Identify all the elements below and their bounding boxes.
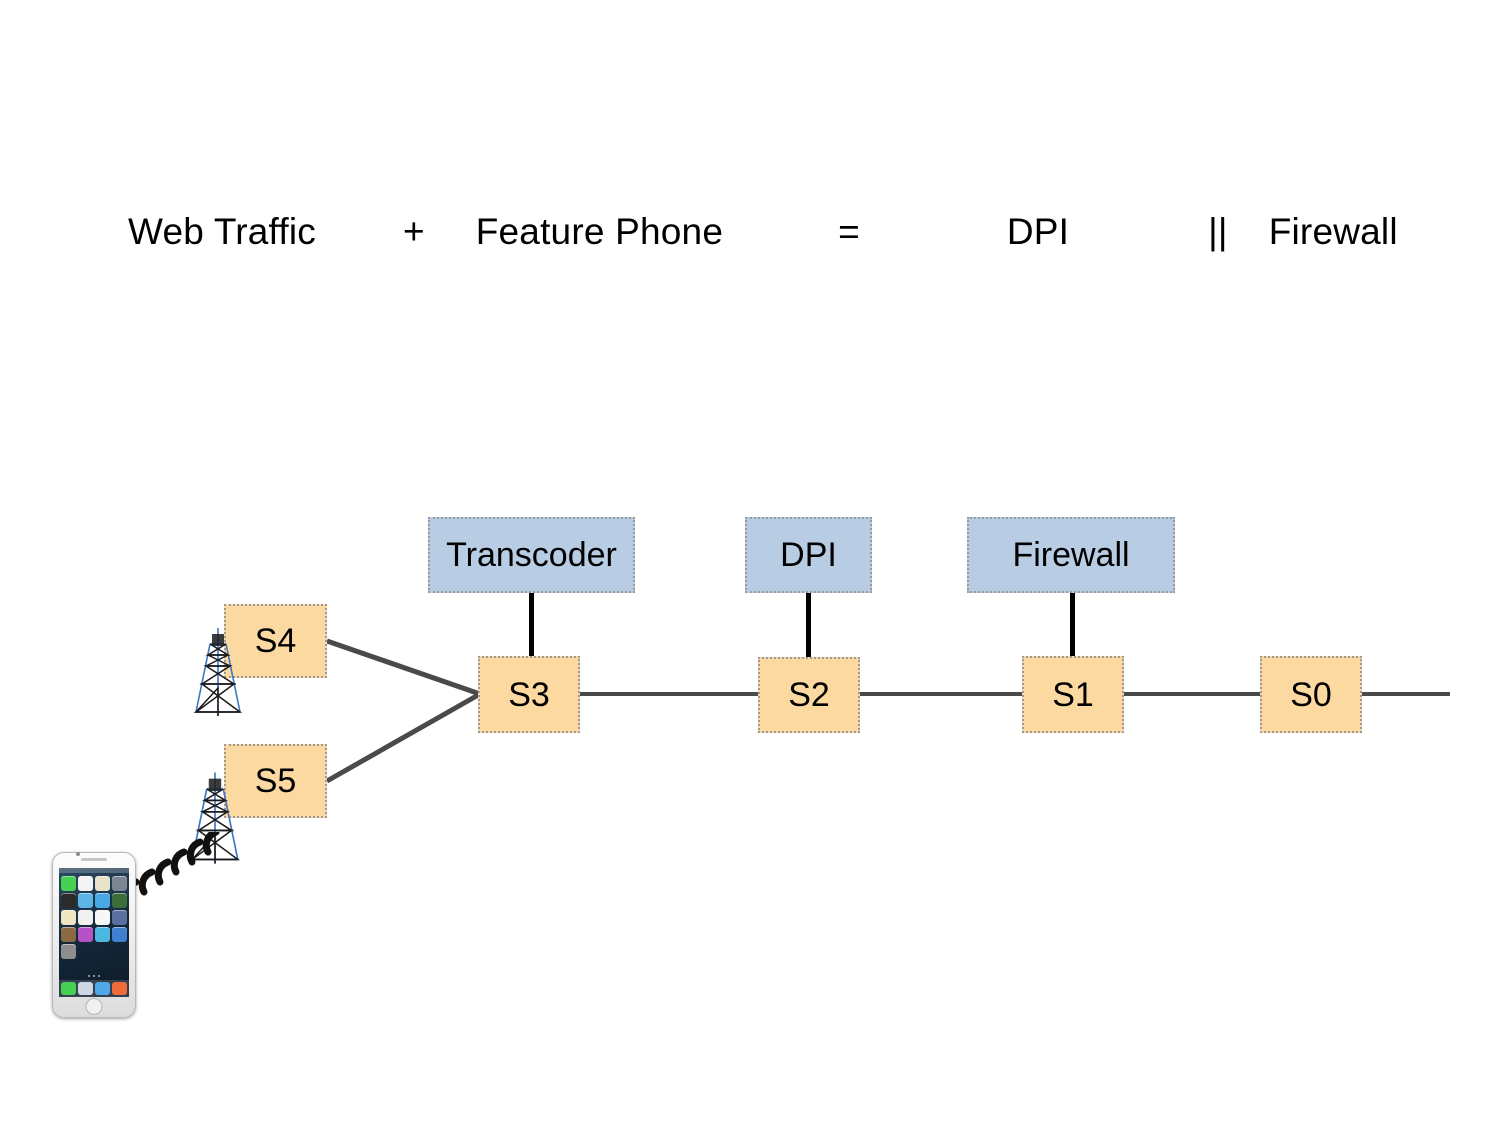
wave-arc-5 (186, 838, 204, 866)
app-weather (95, 893, 110, 908)
title-operator-or: || (1208, 211, 1228, 252)
link-s2-s1 (858, 692, 1024, 696)
title-operator-equals: = (838, 211, 860, 252)
switch-box-s1[interactable]: S1 (1022, 656, 1124, 733)
link-transcoder-s3 (529, 593, 534, 657)
wave-arc-4 (170, 848, 188, 876)
phone-home-button (85, 998, 103, 1015)
wave-arc-3 (154, 858, 172, 886)
app-reminders (78, 910, 93, 925)
service-box-dpi[interactable]: DPI (745, 517, 872, 593)
app-control-center (112, 927, 127, 942)
wave-arc-2 (138, 868, 156, 896)
wireless-signal-icon (122, 832, 220, 906)
service-box-dpi-label: DPI (780, 536, 837, 574)
smartphone-icon (52, 852, 136, 1018)
phone-dock (59, 980, 129, 997)
switch-box-s4-label: S4 (254, 622, 297, 660)
phone-page-dots (59, 974, 129, 978)
phone-screen (59, 868, 129, 997)
service-box-transcoder-label: Transcoder (446, 536, 617, 574)
service-box-firewall[interactable]: Firewall (967, 517, 1175, 593)
link-dpi-s2 (806, 593, 811, 657)
title-dpi: DPI (1006, 211, 1070, 252)
page-dot (98, 975, 100, 977)
app-videos (61, 893, 76, 908)
link-s0-uplink (1360, 692, 1450, 696)
dock-mail (78, 982, 93, 995)
service-box-firewall-label: Firewall (1012, 536, 1130, 574)
dock-music (112, 982, 127, 995)
link-s4-s3 (326, 638, 481, 697)
switch-box-s4[interactable]: S4 (224, 604, 327, 678)
dock-safari (95, 982, 110, 995)
title-operator-plus: + (402, 211, 425, 252)
app-gamecenter (112, 910, 127, 925)
app-passbook (112, 893, 127, 908)
app-photos (95, 876, 110, 891)
switch-box-s2[interactable]: S2 (758, 657, 860, 733)
switch-box-s3[interactable]: S3 (478, 656, 580, 733)
switch-box-s1-label: S1 (1052, 675, 1094, 714)
service-box-transcoder[interactable]: Transcoder (428, 517, 635, 593)
dock-phone (61, 982, 76, 995)
app-maps (78, 893, 93, 908)
app-calendar (78, 876, 93, 891)
switch-box-s2-label: S2 (788, 676, 830, 714)
switch-box-s5-label: S5 (254, 762, 297, 800)
page-title: Web Traffic + Feature Phone = DPI || Fir… (128, 206, 1428, 262)
app-messages (61, 876, 76, 891)
app-notes (61, 910, 76, 925)
page-dot (88, 975, 90, 977)
title-feature-phone: Feature Phone (475, 211, 724, 252)
link-s5-s3 (325, 691, 482, 784)
app-settings (61, 944, 76, 959)
app-clock (95, 910, 110, 925)
phone-app-grid (59, 873, 129, 962)
cell-tower-icon-upper (193, 628, 243, 716)
switch-box-s5[interactable]: S5 (224, 744, 327, 818)
app-newsstand (61, 927, 76, 942)
app-appstore (95, 927, 110, 942)
link-s1-s0 (1122, 692, 1262, 696)
phone-speaker (81, 858, 107, 861)
switch-box-s0-label: S0 (1290, 675, 1332, 714)
phone-status-bar (59, 868, 129, 873)
switch-box-s0[interactable]: S0 (1260, 656, 1362, 733)
phone-camera (76, 852, 80, 856)
title-web-traffic: Web Traffic (128, 211, 316, 252)
page-dot (93, 975, 95, 977)
title-firewall: Firewall (1268, 211, 1398, 252)
app-itunes (78, 927, 93, 942)
app-camera (112, 876, 127, 891)
link-s3-s2 (578, 692, 760, 696)
link-firewall-s1 (1070, 593, 1075, 657)
switch-box-s3-label: S3 (508, 675, 550, 714)
wave-arc-6 (202, 832, 220, 856)
